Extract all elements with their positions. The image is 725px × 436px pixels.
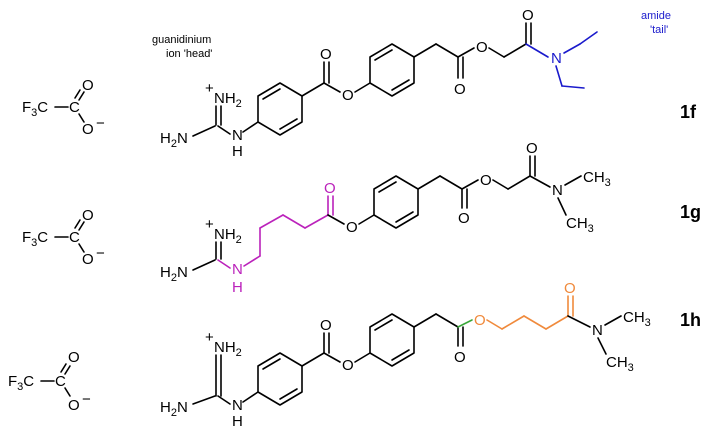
- svg-text:C: C: [69, 99, 80, 116]
- compound-label-1h: 1h: [680, 310, 701, 330]
- svg-text:C: C: [69, 229, 80, 246]
- svg-text:N: N: [552, 182, 563, 199]
- trifluoroacetate-1h: F3C C O O −: [8, 349, 91, 414]
- svg-text:O: O: [564, 280, 576, 297]
- svg-text:F3C: F3C: [22, 99, 48, 119]
- svg-text:CH3: CH3: [583, 169, 611, 189]
- svg-text:F3C: F3C: [8, 373, 34, 393]
- svg-text:H: H: [232, 413, 243, 430]
- svg-text:H: H: [232, 279, 243, 296]
- svg-text:O: O: [324, 180, 336, 197]
- svg-text:NH2: NH2: [214, 226, 242, 246]
- svg-text:NH2: NH2: [214, 90, 242, 110]
- svg-text:O: O: [342, 357, 354, 374]
- svg-text:O: O: [68, 397, 80, 414]
- svg-text:O: O: [526, 140, 538, 157]
- trifluoroacetate-1f: F3C C O O −: [22, 77, 105, 138]
- structure-1g: + NH2 H2N N H O O O O O: [160, 140, 611, 296]
- svg-text:CH3: CH3: [566, 215, 594, 235]
- svg-text:N: N: [551, 50, 562, 67]
- svg-text:O: O: [342, 87, 354, 104]
- svg-text:NH2: NH2: [214, 339, 242, 359]
- svg-text:−: −: [96, 115, 105, 132]
- svg-text:H2N: H2N: [160, 399, 188, 419]
- structure-1f: + NH2 H2N N H O O O O: [160, 7, 598, 160]
- svg-text:C: C: [55, 373, 66, 390]
- svg-text:O: O: [474, 312, 486, 329]
- svg-text:O: O: [522, 7, 534, 24]
- svg-text:N: N: [232, 127, 243, 144]
- structure-1h: + NH2 H2N N H O O O O: [160, 280, 651, 430]
- svg-text:H: H: [232, 143, 243, 160]
- svg-text:+: +: [205, 216, 214, 233]
- head-annotation-line1: guanidinium: [152, 34, 211, 46]
- svg-text:O: O: [320, 46, 332, 63]
- svg-text:O: O: [320, 317, 332, 334]
- compound-label-1f: 1f: [680, 102, 697, 122]
- svg-text:O: O: [454, 81, 466, 98]
- svg-text:O: O: [82, 121, 94, 138]
- svg-text:N: N: [232, 261, 243, 278]
- head-annotation-line2: ion 'head': [166, 48, 212, 60]
- svg-text:F3C: F3C: [22, 229, 48, 249]
- svg-text:O: O: [68, 349, 80, 366]
- svg-text:N: N: [592, 322, 603, 339]
- svg-text:O: O: [480, 172, 492, 189]
- tail-annotation-line2: 'tail': [650, 24, 668, 36]
- svg-text:−: −: [96, 245, 105, 262]
- svg-text:O: O: [454, 349, 466, 366]
- svg-text:O: O: [476, 39, 488, 56]
- svg-text:O: O: [346, 219, 358, 236]
- svg-text:+: +: [205, 80, 214, 97]
- svg-text:O: O: [458, 210, 470, 227]
- tail-annotation-line1: amide: [641, 10, 671, 22]
- svg-text:O: O: [82, 251, 94, 268]
- svg-text:CH3: CH3: [623, 309, 651, 329]
- svg-text:H2N: H2N: [160, 130, 188, 150]
- svg-text:O: O: [82, 207, 94, 224]
- svg-text:N: N: [232, 397, 243, 414]
- svg-text:CH3: CH3: [606, 354, 634, 374]
- compound-label-1g: 1g: [680, 202, 701, 222]
- svg-text:−: −: [82, 391, 91, 408]
- svg-text:H2N: H2N: [160, 264, 188, 284]
- svg-text:O: O: [82, 77, 94, 94]
- trifluoroacetate-1g: F3C C O O −: [22, 207, 105, 268]
- svg-text:+: +: [205, 329, 214, 346]
